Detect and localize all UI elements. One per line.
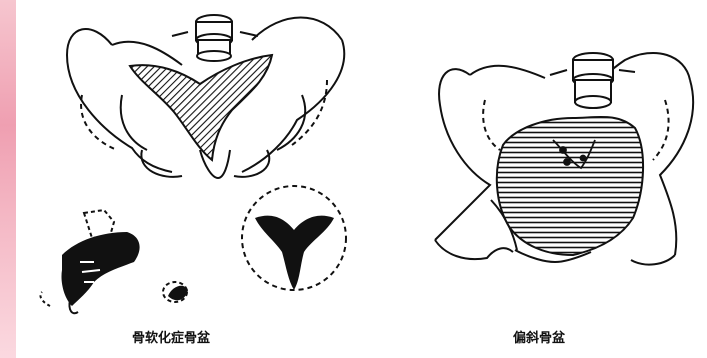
lumbar-vertebra <box>172 15 258 61</box>
hatched-deformed-inlet <box>130 55 272 160</box>
caption-oblique-pelvis: 偏斜骨盆 <box>513 330 566 346</box>
hatched-asymmetric-inlet <box>497 117 643 255</box>
osteomalacic-pelvis-figure: 骨软化症骨盆 <box>22 0 367 358</box>
sacrum-side-view <box>40 210 139 313</box>
inlet-cross-section <box>242 186 346 290</box>
caption-osteomalacic-pelvis: 骨软化症骨盆 <box>132 330 211 346</box>
pink-edge-strip <box>0 0 16 358</box>
oblique-pelvis-figure: 偏斜骨盆 <box>395 0 707 358</box>
pubic-bone-fragment <box>163 282 188 302</box>
